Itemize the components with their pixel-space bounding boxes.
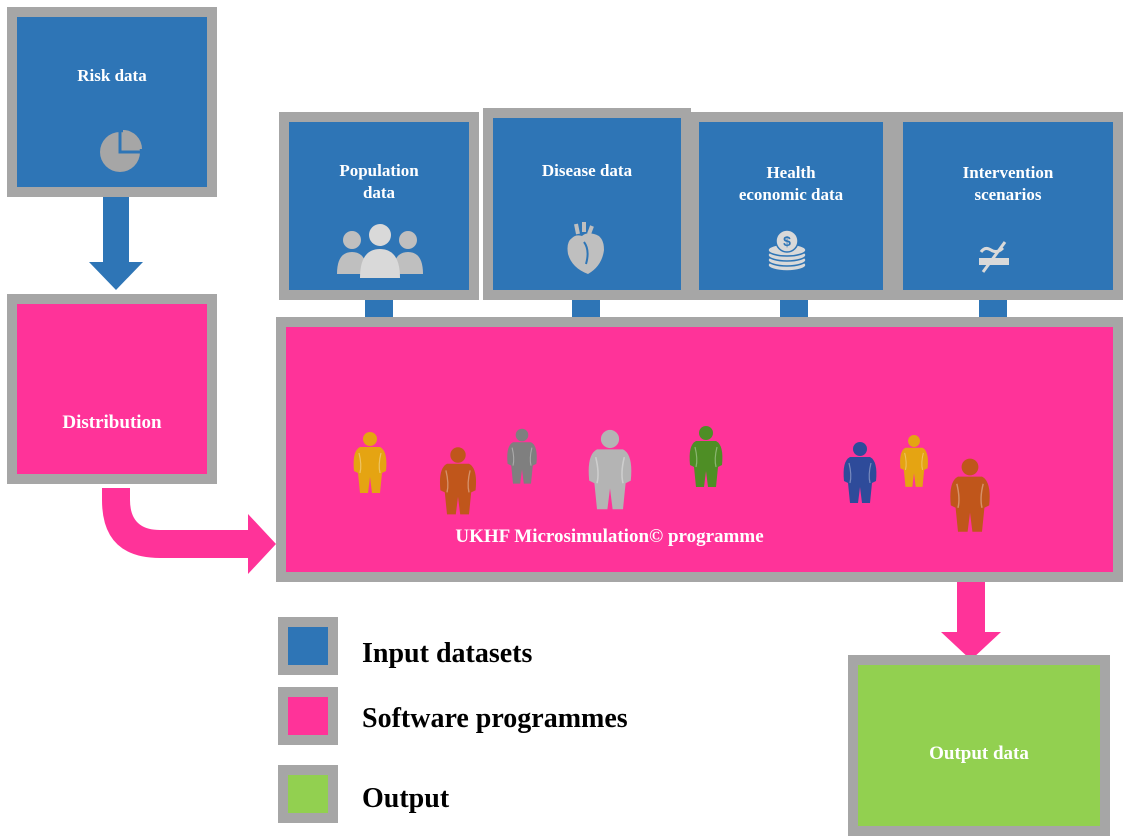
legend-label-input: Input datasets (362, 638, 533, 669)
legend-label-output: Output (362, 783, 450, 814)
legend-swatch-software (278, 687, 338, 745)
distribution-box: Distribution (7, 294, 217, 484)
risk-data-label: Risk data (77, 66, 147, 85)
intervention-label: Intervention scenarios (962, 163, 1054, 204)
svg-text:$: $ (783, 233, 791, 249)
microsimulation-box: UKHF Microsimulation© programme (276, 317, 1123, 582)
population-data-label: Population data (339, 161, 419, 202)
arrow-risk-to-distribution (89, 195, 143, 290)
person-figure (439, 447, 477, 515)
output-data-box: Output data (848, 655, 1110, 836)
person-figure (507, 428, 537, 484)
heart-icon (562, 220, 608, 281)
person-figure (353, 432, 387, 493)
disease-data-label: Disease data (541, 161, 633, 180)
person-figure (950, 458, 990, 532)
economic-data-box: Health economic data $ (689, 112, 893, 300)
people-group-icon (335, 222, 425, 283)
legend-swatch-input (278, 617, 338, 675)
no-smoking-icon (975, 240, 1015, 279)
risk-data-box: Risk data (7, 7, 217, 197)
arrow-distribution-to-microsim (102, 488, 276, 574)
person-figure (689, 426, 723, 487)
legend-label-software: Software programmes (362, 703, 628, 734)
coin-stack-icon: $ (765, 229, 809, 278)
arrow-microsim-to-output (941, 578, 1001, 660)
person-figure (900, 435, 928, 487)
intervention-box: Intervention scenarios (893, 112, 1123, 300)
output-data-label: Output data (929, 743, 1029, 764)
distribution-label: Distribution (62, 412, 162, 433)
population-figures (353, 426, 990, 532)
person-figure (843, 442, 877, 503)
pie-chart-icon (98, 128, 144, 179)
person-figure (588, 429, 632, 510)
microsimulation-label: UKHF Microsimulation© programme (455, 526, 764, 547)
population-data-box: Population data (279, 112, 479, 300)
disease-data-box: Disease data (483, 108, 691, 300)
legend-swatch-output (278, 765, 338, 823)
economic-data-label: Health economic data (738, 163, 844, 204)
